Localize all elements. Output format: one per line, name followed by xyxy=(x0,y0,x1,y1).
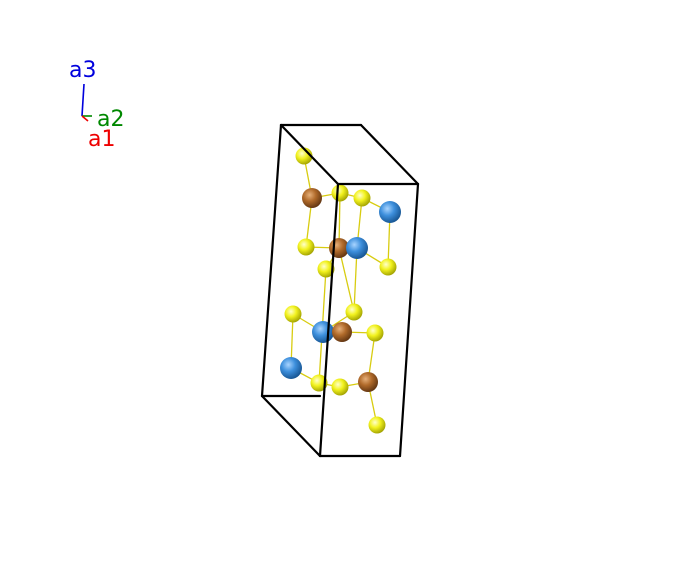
a3-axis-line xyxy=(81,83,85,117)
cell-edge xyxy=(318,182,340,458)
yellow-atom[interactable] xyxy=(297,238,315,256)
yellow-atom[interactable] xyxy=(353,189,371,207)
cell-edge xyxy=(279,123,340,186)
blue-atom[interactable] xyxy=(280,357,302,379)
brown-atom[interactable] xyxy=(302,188,322,208)
a1-axis-line xyxy=(81,115,89,122)
a3-axis-label: a3 xyxy=(69,58,96,83)
yellow-atom[interactable] xyxy=(345,303,363,321)
yellow-atom[interactable] xyxy=(310,374,328,392)
atoms xyxy=(280,147,401,434)
a2-axis-label: a2 xyxy=(97,107,124,132)
yellow-atom[interactable] xyxy=(284,305,302,323)
cell-edge xyxy=(398,182,420,458)
yellow-atom[interactable] xyxy=(317,260,335,278)
axis-triad: a3 a2 a1 xyxy=(69,58,124,152)
brown-atom[interactable] xyxy=(358,372,378,392)
yellow-atom[interactable] xyxy=(366,324,384,342)
cell-edge xyxy=(260,123,283,398)
blue-atom[interactable] xyxy=(312,321,334,343)
cell-edge xyxy=(359,123,420,186)
cell-edge xyxy=(260,394,322,458)
brown-atom[interactable] xyxy=(332,322,352,342)
yellow-atom[interactable] xyxy=(368,416,386,434)
blue-atom[interactable] xyxy=(346,237,368,259)
yellow-atom[interactable] xyxy=(379,258,397,276)
a1-axis-label: a1 xyxy=(88,127,115,152)
unit-cell-front-edges xyxy=(260,123,420,458)
unit-cell-back-edges xyxy=(260,123,363,398)
yellow-atom[interactable] xyxy=(331,378,349,396)
bond xyxy=(338,247,355,313)
blue-atom[interactable] xyxy=(379,201,401,223)
yellow-atom[interactable] xyxy=(331,184,349,202)
